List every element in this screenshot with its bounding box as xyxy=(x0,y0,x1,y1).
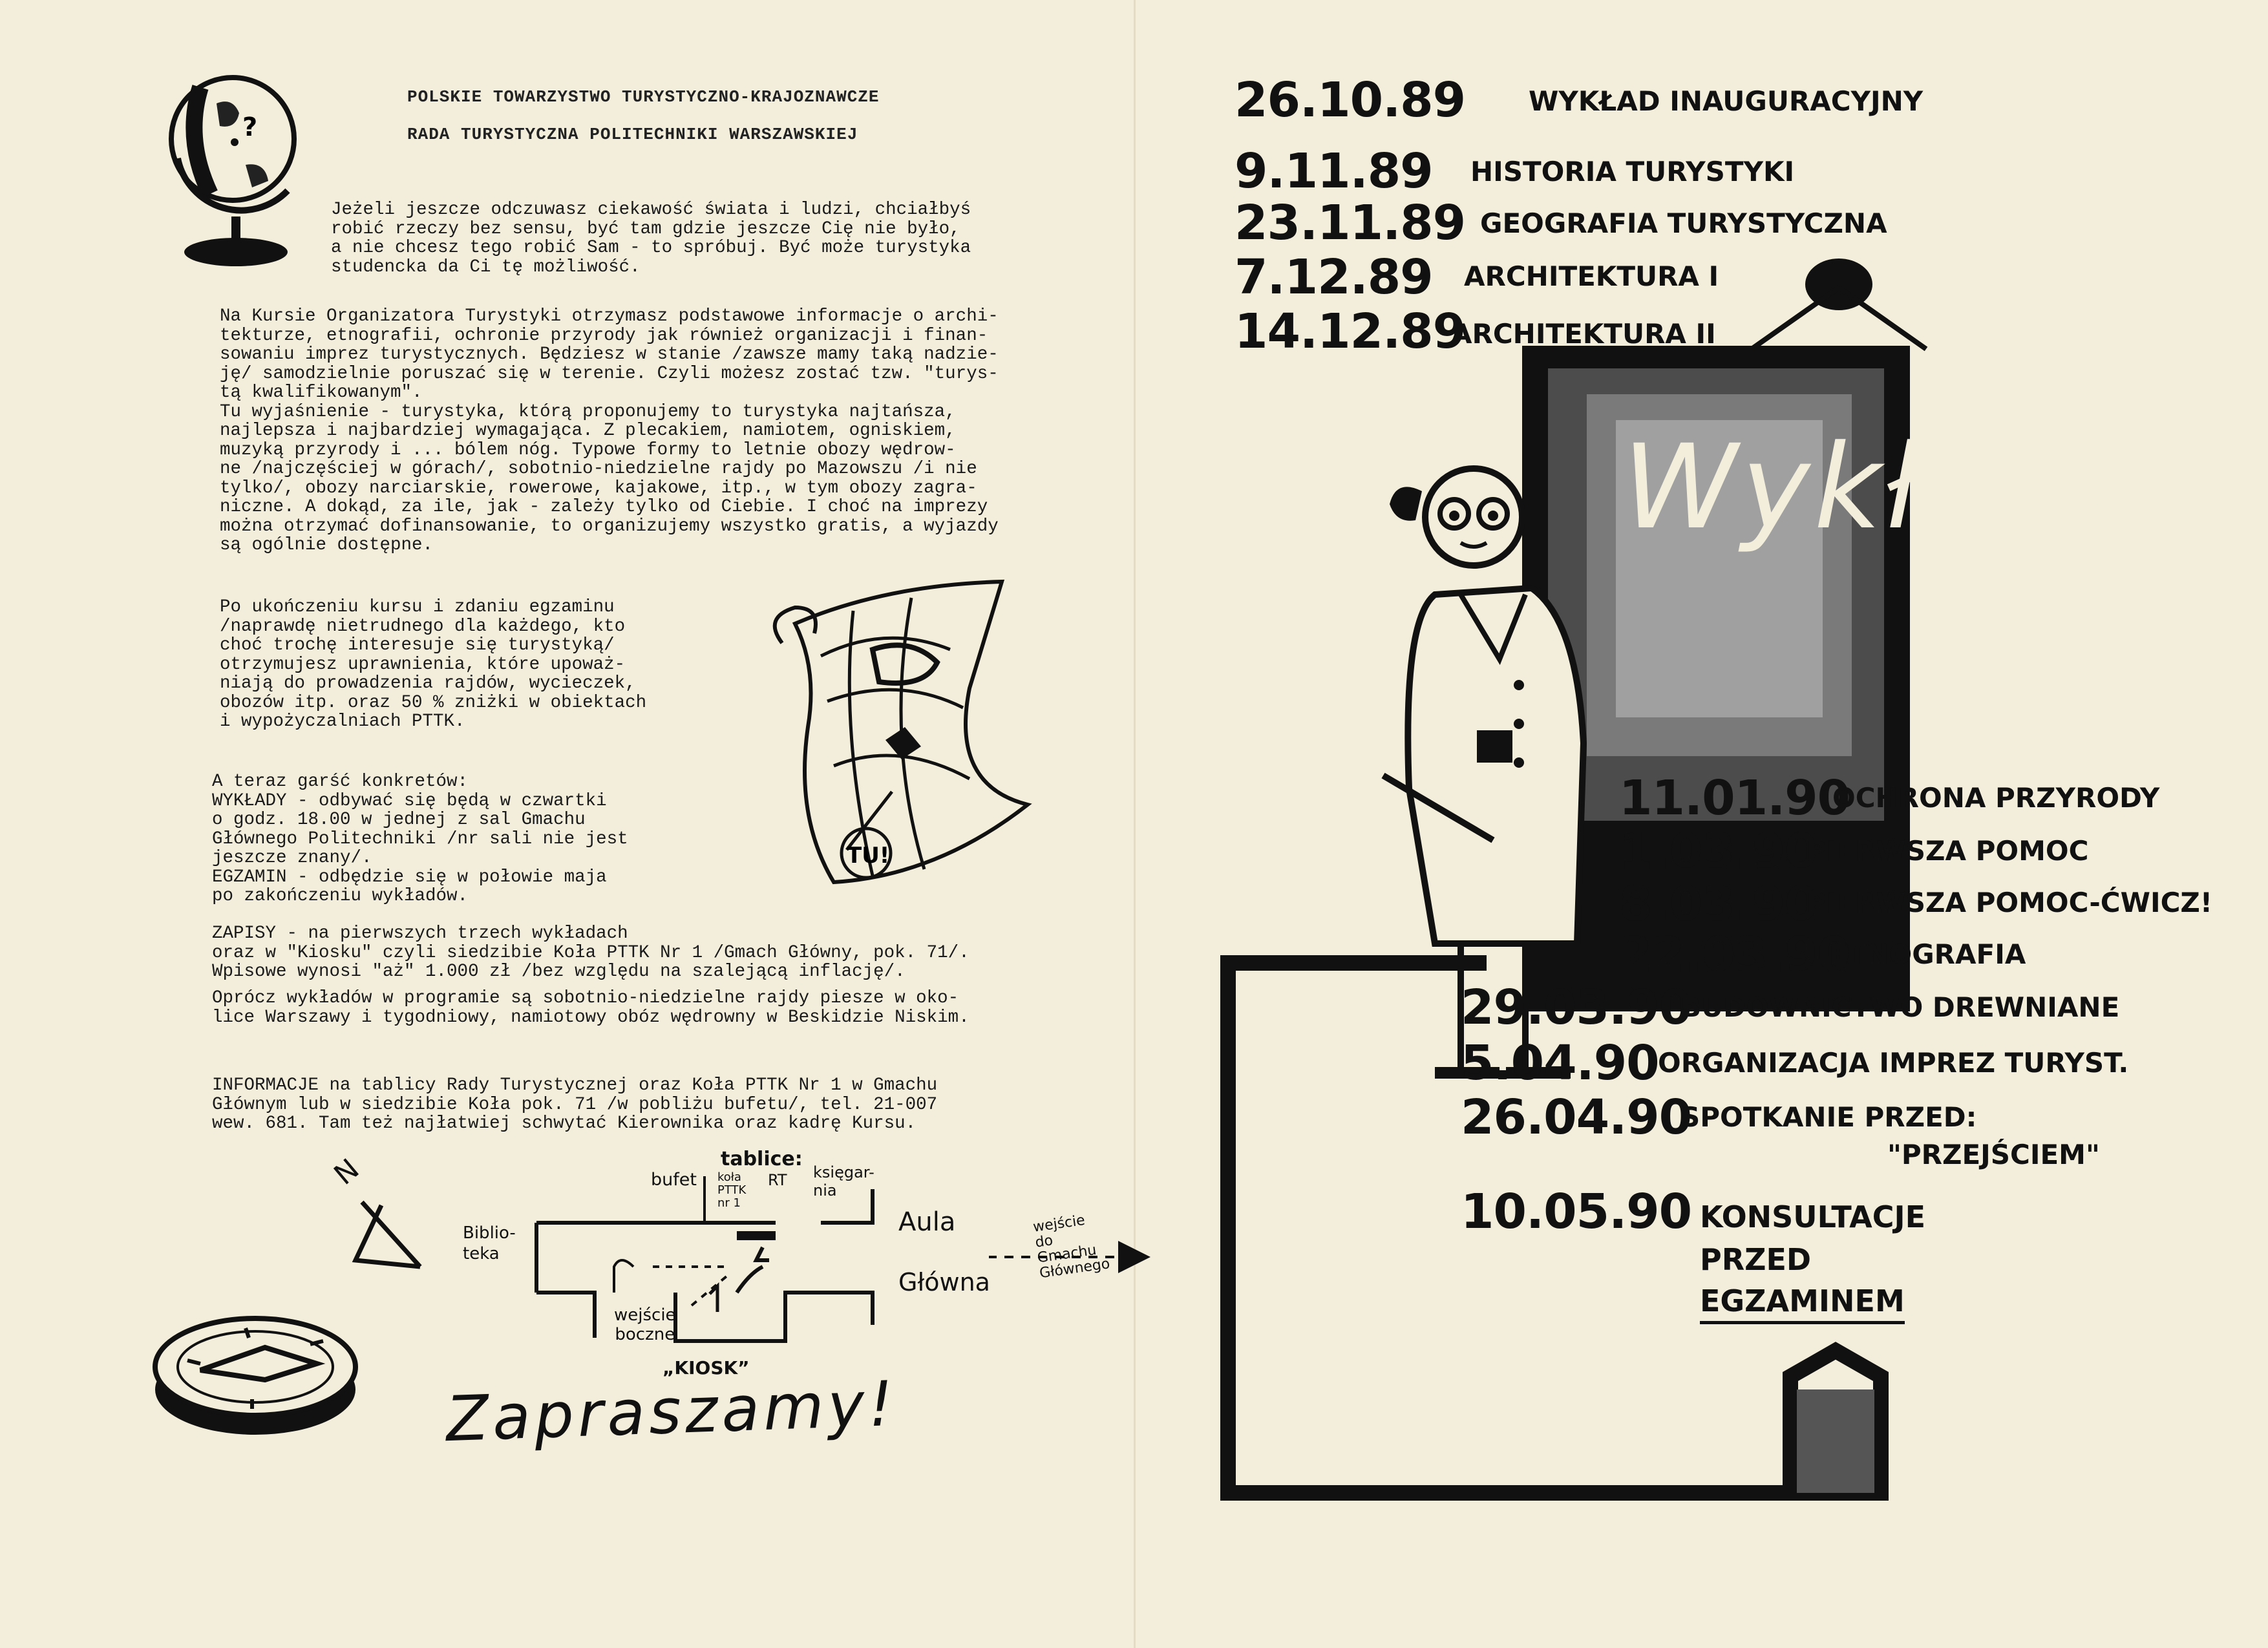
map-label-kola: koła PTTK nr 1 xyxy=(717,1170,747,1210)
map-label-tablice: tablice: xyxy=(721,1148,803,1170)
svg-text:?: ? xyxy=(242,112,257,142)
lecture-date-8: 8.03.90 xyxy=(1619,876,1818,932)
council-name: RADA TURYSTYCZNA POLITECHNIKI WARSZAWSKI… xyxy=(407,125,858,144)
map-label-kiosk: „KIOSK” xyxy=(662,1357,750,1379)
lecture-date-11: 5.04.90 xyxy=(1461,1035,1660,1091)
lecture-topic-6: OCHRONA PRZYRODY xyxy=(1832,782,2160,814)
org-name: POLSKIE TOWARZYSTWO TURYSTYCZNO-KRAJOZNA… xyxy=(407,87,880,107)
invite-text: Zapraszamy! xyxy=(445,1367,898,1456)
map-label-ksiegarnia: księgar- nia xyxy=(813,1163,874,1199)
lecture-date-3: 23.11.89 xyxy=(1235,195,1466,251)
lecture-date-10: 29.03.90 xyxy=(1461,980,1692,1035)
lecture-13-line2: PRZED xyxy=(1700,1242,1812,1277)
lecture-date-9: 22.03.90 xyxy=(1619,927,1850,982)
lecture-topic-8: PIERWSZA POMOC-ĆWICZ! xyxy=(1807,887,2213,918)
lecture-topic-12: SPOTKANIE PRZED: xyxy=(1680,1101,1977,1133)
lecture-topic-13: KONSULTACJE xyxy=(1700,1199,1926,1234)
map-label-aula: Aula xyxy=(898,1207,956,1237)
scroll-tag: TU! xyxy=(847,843,889,869)
blackboard-frame xyxy=(1220,259,1928,1501)
info-paragraph: INFORMACJE na tablicy Rady Turystycznej … xyxy=(212,1075,938,1134)
globe-icon: ? xyxy=(169,75,297,266)
course-paragraph: Na Kursie Organizatora Turystyki otrzyma… xyxy=(220,306,999,555)
board-title: Wykłady xyxy=(1622,420,2148,555)
lecture-13-line3: EGZAMINEM xyxy=(1700,1286,1905,1324)
map-label-rt: RT xyxy=(768,1171,787,1189)
lecture-date-13: 10.05.90 xyxy=(1461,1184,1692,1240)
lecture-date-5: 14.12.89 xyxy=(1235,304,1466,359)
lecture-12-subtitle: "PRZEJŚCIEM" xyxy=(1887,1139,2100,1170)
lecture-date-1: 26.10.89 xyxy=(1235,72,1466,128)
lecture-date-6: 11.01.90 xyxy=(1619,770,1850,826)
lecture-topic-10: BUDOWNICTWO DREWNIANE xyxy=(1680,991,2120,1023)
map-label-biblioteka: Biblio- teka xyxy=(463,1223,516,1263)
lecture-topic-4: ARCHITEKTURA I xyxy=(1464,260,1719,292)
exam-paragraph: Po ukończeniu kursu i zdaniu egzaminu /n… xyxy=(220,597,647,732)
map-label-bufet: bufet xyxy=(651,1170,697,1190)
lecturer-figure xyxy=(1381,465,1587,1079)
compass-north-label: N xyxy=(328,1152,366,1192)
facts-paragraph: A teraz garść konkretów: WYKŁADY - odbyw… xyxy=(212,772,628,906)
floor-plan-map xyxy=(535,1176,1150,1343)
intro-paragraph: Jeżeli jeszcze odczuwasz ciekawość świat… xyxy=(331,200,971,277)
lecture-topic-11: ORGANIZACJA IMPREZ TURYST. xyxy=(1658,1047,2129,1079)
lecture-topic-5: ARCHITEKTURA II xyxy=(1451,318,1716,350)
signup-paragraph: ZAPISY - na pierwszych trzech wykładach … xyxy=(212,924,970,982)
lecture-date-4: 7.12.89 xyxy=(1235,249,1434,305)
compass-icon xyxy=(153,1316,358,1435)
lecture-topic-7: PIERWSZA POMOC xyxy=(1807,835,2089,867)
lecture-topic-9: ETNOGRAFIA xyxy=(1829,938,2026,970)
lecture-date-2: 9.11.89 xyxy=(1235,143,1434,199)
north-arrow-icon xyxy=(352,1200,422,1269)
page-fold xyxy=(1134,0,1136,1648)
lecture-topic-2: HISTORIA TURYSTYKI xyxy=(1470,156,1795,187)
lecture-date-7: 1.03.90 xyxy=(1619,823,1818,879)
map-label-side-entrance: wejście boczne xyxy=(614,1305,676,1344)
scroll-map-illustration: TU! xyxy=(772,579,1032,885)
lecture-date-12: 26.04.90 xyxy=(1461,1090,1692,1145)
map-label-glowna: Główna xyxy=(898,1268,990,1296)
map-label-main-entrance: wejście do Gmachu Głównego xyxy=(1032,1212,1111,1282)
program-paragraph: Oprócz wykładów w programie są sobotnio-… xyxy=(212,988,970,1028)
lecture-topic-3: GEOGRAFIA TURYSTYCZNA xyxy=(1480,207,1887,239)
lecture-topic-1: WYKŁAD INAUGURACYJNY xyxy=(1529,85,1924,117)
